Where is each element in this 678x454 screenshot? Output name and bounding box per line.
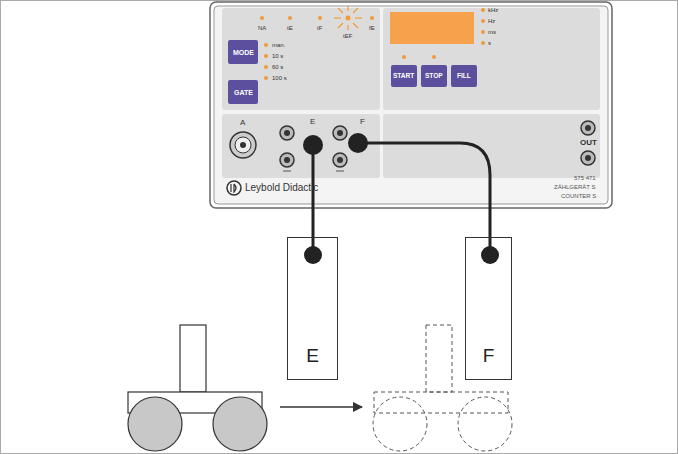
barrier-letter: E bbox=[306, 346, 319, 379]
mode-label: NA bbox=[258, 25, 266, 31]
model-number: 575 471 bbox=[574, 175, 596, 181]
gate-label: 100 s bbox=[272, 75, 287, 81]
mode-label: tF bbox=[317, 25, 322, 31]
model-name: COUNTER S bbox=[561, 193, 596, 199]
button-label: START bbox=[393, 73, 414, 80]
unit-label: kHz bbox=[488, 7, 498, 13]
socket-label: F bbox=[360, 118, 365, 126]
socket-label: A bbox=[240, 119, 245, 127]
unit-label: Hz bbox=[488, 18, 495, 24]
light-barrier: E bbox=[287, 237, 338, 380]
gate-label: 60 s bbox=[272, 64, 283, 70]
plug bbox=[481, 246, 499, 264]
gate-label: 10 s bbox=[272, 53, 283, 59]
model-name: ZÄHLGERÄT S bbox=[554, 184, 596, 190]
cable bbox=[358, 143, 490, 255]
button-label: MODE bbox=[233, 49, 254, 56]
cable bbox=[312, 145, 315, 255]
gate-label: man. bbox=[272, 42, 285, 48]
mode-label: tEF bbox=[343, 33, 352, 39]
barrier-letter: F bbox=[483, 346, 495, 379]
brand-name: Leybold Didactic bbox=[245, 183, 318, 193]
mode-label: fE bbox=[369, 25, 375, 31]
plug bbox=[303, 135, 323, 155]
counter-device bbox=[210, 2, 612, 208]
cart-ghost bbox=[373, 325, 512, 451]
unit-label: ms bbox=[488, 29, 496, 35]
socket-label: OUT bbox=[580, 139, 597, 147]
button-label: FILL bbox=[457, 73, 471, 80]
plug bbox=[348, 133, 368, 153]
motion-arrow bbox=[280, 406, 362, 408]
socket-label: E bbox=[310, 118, 315, 126]
button-label: GATE bbox=[234, 89, 253, 96]
cart bbox=[128, 325, 267, 451]
unit-label: s bbox=[488, 40, 491, 46]
light-barrier: F bbox=[465, 237, 512, 380]
button-label: STOP bbox=[425, 73, 443, 80]
mode-label: tE bbox=[287, 25, 293, 31]
plug bbox=[304, 246, 322, 264]
